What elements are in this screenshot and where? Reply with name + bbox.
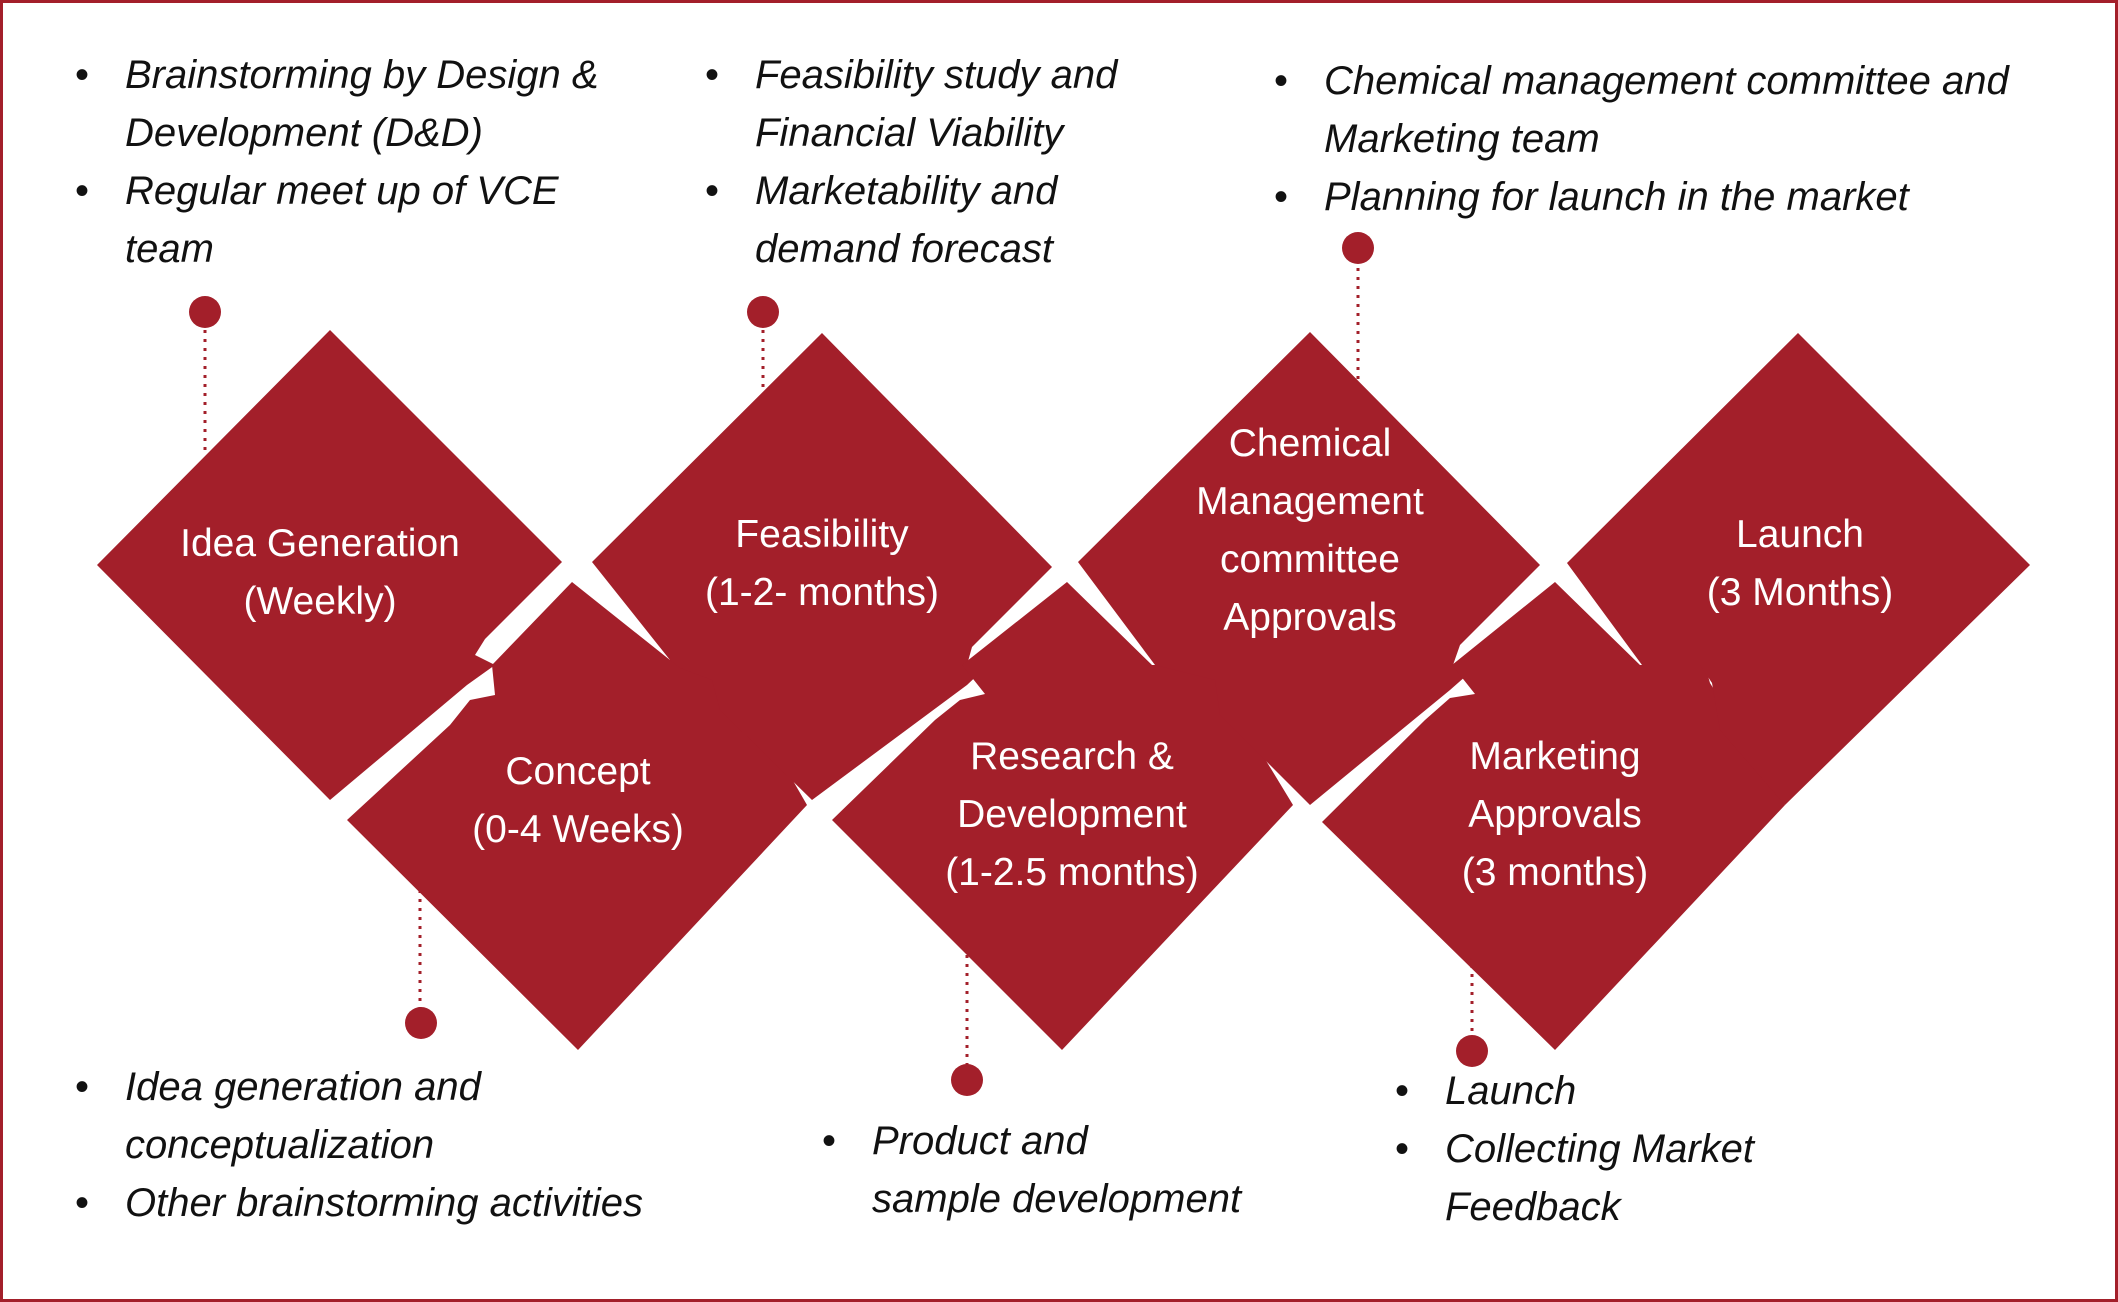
stage-diamond-launch: [1567, 333, 2030, 805]
note-item: Brainstorming by Design &Development (D&…: [75, 46, 635, 162]
callout-dot-concept: [405, 1007, 437, 1039]
stage-title: Research &: [970, 735, 1174, 778]
stage-title: Idea Generation: [180, 522, 460, 565]
stage-label-chemical-management: Chemical Management committee Approvals: [1140, 415, 1480, 647]
stage-duration: Approvals: [1223, 596, 1397, 639]
stage-duration: (0-4 Weeks): [472, 808, 684, 851]
callout-dot-idea: [189, 296, 221, 328]
callout-dot-chemical: [1342, 232, 1374, 264]
stage-diamond-chemical-management: [1078, 332, 1540, 805]
callout-dot-feasibility: [747, 296, 779, 328]
stage-title: Launch: [1736, 513, 1864, 556]
stage-duration: (3 months): [1461, 851, 1649, 894]
stage-label-concept: Concept (0-4 Weeks): [408, 743, 748, 859]
notes-chemical-management: Chemical management committee andMarketi…: [1274, 52, 2074, 226]
stage-label-feasibility: Feasibility (1-2- months): [652, 506, 992, 622]
stage-duration: (3 Months): [1706, 571, 1894, 614]
callout-dot-research: [951, 1064, 983, 1096]
stage-title-line2: Approvals: [1468, 793, 1642, 836]
stage-diamond-marketing-approvals: [1322, 582, 1785, 1050]
note-item: Other brainstorming activities: [75, 1174, 695, 1232]
stage-label-research-development: Research & Development (1-2.5 months): [902, 728, 1242, 902]
stage-diamond-concept: [347, 582, 807, 1050]
stage-title-line3: committee: [1220, 538, 1400, 581]
stage-label-idea-generation: Idea Generation (Weekly): [150, 515, 490, 631]
stage-diamond-research-development: [832, 582, 1293, 1050]
stage-title: Chemical: [1228, 422, 1392, 465]
stage-title: Concept: [505, 750, 651, 793]
stage-label-launch: Launch (3 Months): [1630, 506, 1970, 622]
stage-title-line2: Development: [957, 793, 1187, 836]
stage-duration: (1-2- months): [704, 571, 940, 614]
note-item: Chemical management committee andMarketi…: [1274, 52, 2074, 168]
note-item: Launch: [1395, 1062, 1835, 1120]
stage-title: Marketing: [1469, 735, 1641, 778]
stage-title-line2: Management: [1196, 480, 1424, 523]
stage-label-marketing-approvals: Marketing Approvals (3 months): [1385, 728, 1725, 902]
note-item: Planning for launch in the market: [1274, 168, 2074, 226]
stage-duration: (Weekly): [243, 580, 397, 623]
callout-dot-marketing: [1456, 1035, 1488, 1067]
stage-diamond-feasibility: [592, 333, 1052, 800]
stage-duration: (1-2.5 months): [945, 851, 1199, 894]
notes-idea-generation: Brainstorming by Design &Development (D&…: [75, 46, 635, 278]
stage-diamond-idea-generation: [97, 330, 562, 800]
stage-title: Feasibility: [735, 513, 909, 556]
